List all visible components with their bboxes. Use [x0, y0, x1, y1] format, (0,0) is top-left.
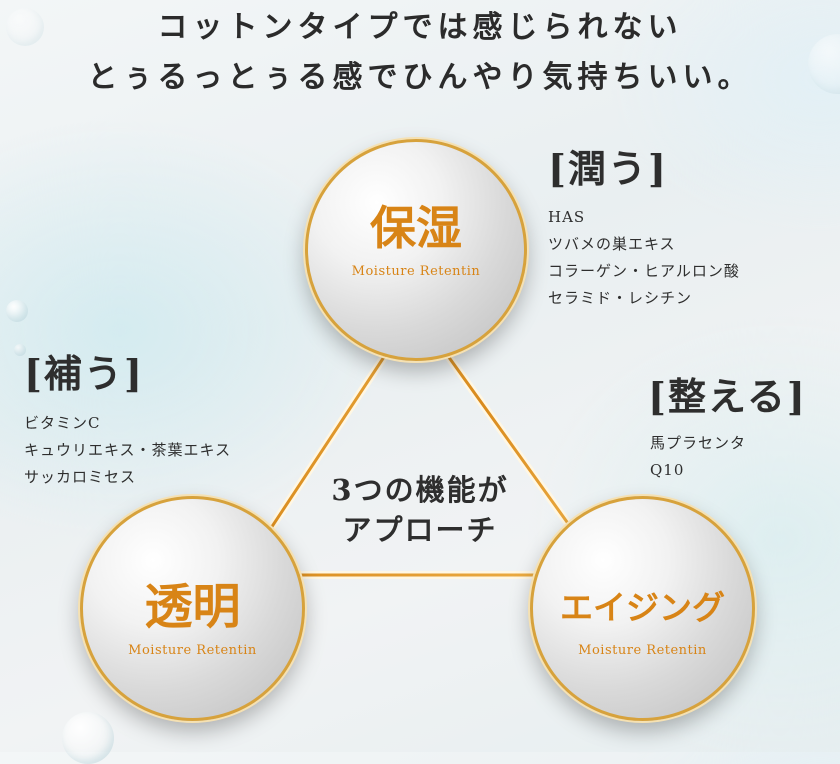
center-line-1: 3つの機能が: [331, 473, 509, 507]
moisture-bracket-label: [潤う]: [548, 146, 668, 191]
clarity-circle: 透明 Moisture Retentin: [80, 496, 305, 721]
aging-circle: エイジング Moisture Retentin: [530, 496, 755, 721]
water-bubble: [6, 300, 28, 322]
ingredient-item: ビタミンC: [24, 414, 101, 432]
water-bubble: [14, 344, 26, 356]
clarity-ingredient-list: ビタミンC キュウリエキス・茶葉エキス サッカロミセス: [24, 410, 231, 491]
center-line-2: アプローチ: [342, 513, 498, 547]
clarity-bracket-label: [補う]: [24, 351, 144, 396]
moisture-circle: 保湿 Moisture Retentin: [305, 139, 527, 361]
aging-ingredient-list: 馬プラセンタ Q10: [650, 430, 746, 484]
moisture-subtitle: Moisture Retentin: [351, 264, 481, 279]
headline-line-2: とぅるっとぅる感でひんやり気持ちいい。: [87, 60, 753, 95]
aging-title: エイジング: [560, 588, 725, 627]
ingredient-item: セラミド・レシチン: [548, 289, 693, 307]
ingredient-item: コラーゲン・ヒアルロン酸: [548, 262, 740, 280]
water-bubble: [6, 8, 44, 46]
clarity-title: 透明: [144, 579, 241, 635]
aging-subtitle: Moisture Retentin: [578, 643, 707, 658]
ingredient-item: HAS: [548, 208, 586, 226]
aging-bracket-label: [整える]: [648, 374, 807, 419]
ingredient-item: サッカロミセス: [24, 468, 137, 486]
headline-line-1: コットンタイプでは感じられない: [157, 10, 683, 45]
ingredient-item: 馬プラセンタ: [650, 434, 747, 452]
clarity-subtitle: Moisture Retentin: [128, 643, 257, 658]
ingredient-item: Q10: [650, 461, 685, 479]
ingredient-item: ツバメの巣エキス: [548, 235, 676, 253]
center-approach-text: 3つの機能が アプローチ: [250, 470, 590, 550]
ingredient-item: キュウリエキス・茶葉エキス: [24, 441, 232, 459]
moisture-ingredient-list: HAS ツバメの巣エキス コラーゲン・ヒアルロン酸 セラミド・レシチン: [548, 204, 740, 312]
moisture-title: 保湿: [370, 201, 462, 255]
